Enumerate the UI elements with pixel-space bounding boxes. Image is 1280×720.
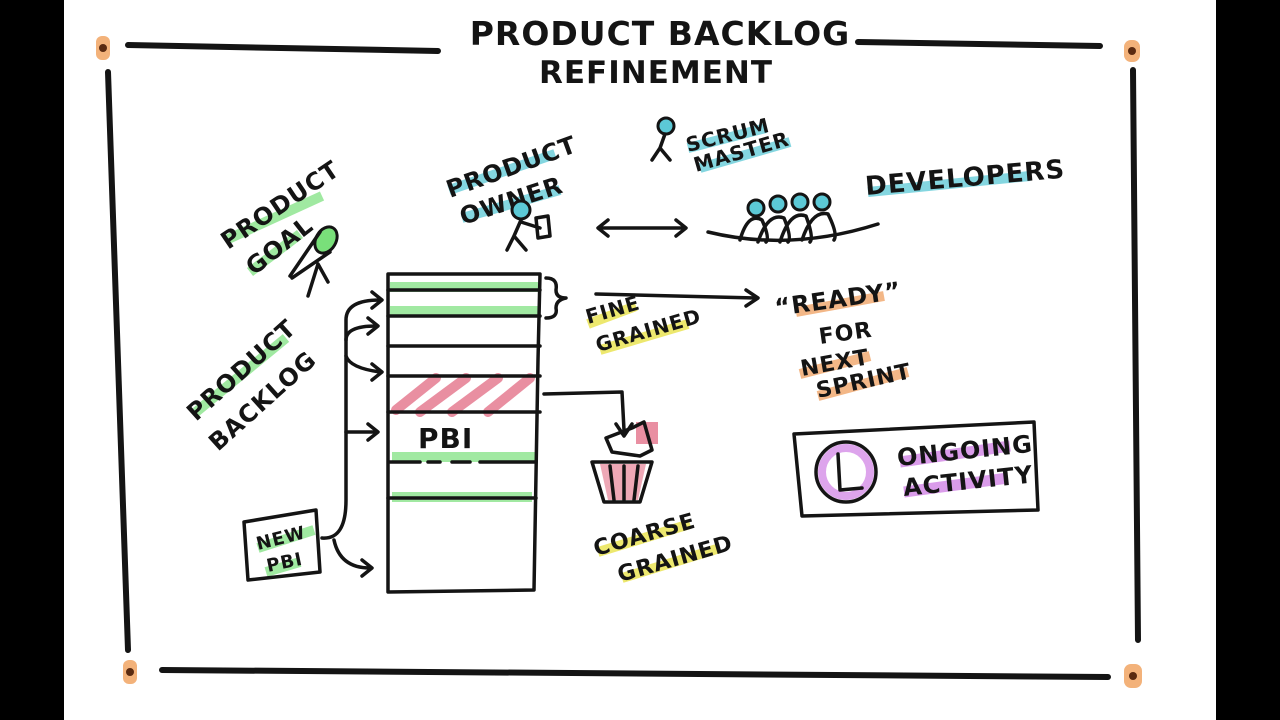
scrum-master-figure-icon <box>650 116 676 162</box>
fine-grained-brace <box>544 276 760 320</box>
telescope-icon <box>288 225 339 298</box>
highlight-row-2 <box>390 306 538 316</box>
double-arrow <box>596 218 688 238</box>
frame <box>105 39 1141 680</box>
title-line-2: REFINEMENT <box>539 55 773 91</box>
hatched-row <box>391 373 535 417</box>
highlight-row-3 <box>392 452 538 462</box>
product-owner-figure-icon <box>505 199 552 252</box>
backlog-stack: PBI <box>386 272 542 594</box>
insert-arrows <box>320 290 384 578</box>
title-line-1: PRODUCT BACKLOG <box>470 14 851 53</box>
clock-icon <box>814 440 878 504</box>
ongoing-activity-box: ONGOING ACTIVITY <box>792 420 1040 518</box>
developers-group-icon <box>706 192 880 244</box>
corner-pins <box>96 36 1142 688</box>
scrum-master: SCRUM MASTER <box>650 113 792 177</box>
trash-basket-icon <box>590 420 658 504</box>
highlight-row-1 <box>390 282 538 292</box>
pbi-label: PBI <box>418 422 473 455</box>
